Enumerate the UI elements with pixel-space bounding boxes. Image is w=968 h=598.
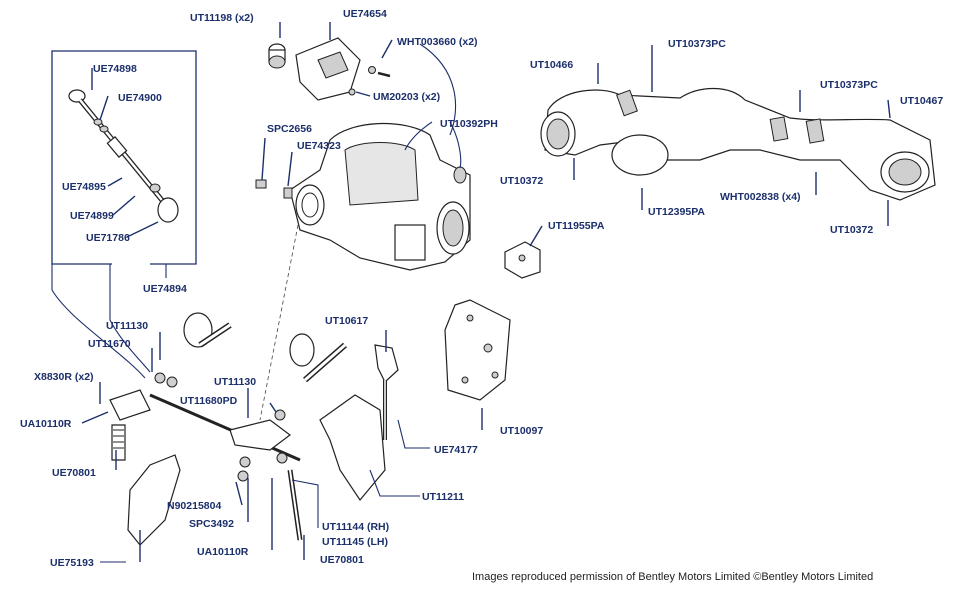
label-ue75193: UE75193 xyxy=(50,557,94,569)
label-ut11130-a: UT11130 xyxy=(106,320,148,332)
label-um20203: UM20203 (x2) xyxy=(373,91,440,103)
label-ut11144: UT11144 (RH) xyxy=(322,521,389,533)
plate-drawing xyxy=(444,299,511,401)
label-x8830r: X8830R (x2) xyxy=(34,371,94,383)
copyright-credit: Images reproduced permission of Bentley … xyxy=(472,571,873,583)
label-ue74894: UE74894 xyxy=(143,283,187,295)
label-ut10372-a: UT10372 xyxy=(500,175,543,187)
label-ue71786: UE71786 xyxy=(86,232,130,244)
label-ut11130-b: UT11130 xyxy=(214,376,256,388)
label-ut10392ph: UT10392PH xyxy=(440,118,498,130)
label-ut11670: UT11670 xyxy=(88,338,131,350)
label-ut11145: UT11145 (LH) xyxy=(322,536,388,548)
throttle-body-drawing xyxy=(255,122,471,421)
label-ue74899: UE74899 xyxy=(70,210,114,222)
intake-hose-drawing xyxy=(540,87,936,201)
label-ue74654: UE74654 xyxy=(343,8,387,20)
label-wht002838: WHT002838 (x4) xyxy=(720,191,801,203)
label-ue74898: UE74898 xyxy=(93,63,137,75)
label-ue70801-b: UE70801 xyxy=(320,554,364,566)
label-ut10373pc-a: UT10373PC xyxy=(668,38,726,50)
part-labels: UT11198 (x2) UE74654 WHT003660 (x2) UM20… xyxy=(20,8,943,569)
label-spc3492: SPC3492 xyxy=(189,518,234,530)
label-ue70801-a: UE70801 xyxy=(52,467,96,479)
linkage-rod-box xyxy=(51,50,197,265)
label-ut10372-b: UT10372 xyxy=(830,224,873,236)
label-ut10617: UT10617 xyxy=(325,315,368,327)
label-ue74900: UE74900 xyxy=(118,92,162,104)
label-ut10466: UT10466 xyxy=(530,59,573,71)
bracket-drawing xyxy=(504,241,541,279)
label-ut10373pc-b: UT10373PC xyxy=(820,79,878,91)
label-ue74895: UE74895 xyxy=(62,181,106,193)
label-ut10467: UT10467 xyxy=(900,95,943,107)
label-ue74177: UE74177 xyxy=(434,444,478,456)
label-ut12395pa: UT12395PA xyxy=(648,206,705,218)
linkage-rod-drawing xyxy=(68,89,179,223)
label-ut11955pa: UT11955PA xyxy=(548,220,605,232)
label-wht003660: WHT003660 (x2) xyxy=(397,36,478,48)
label-ut10097: UT10097 xyxy=(500,425,543,437)
label-ua10110r-a: UA10110R xyxy=(20,418,72,430)
sensor-assembly-drawing xyxy=(268,37,391,101)
left-linkage-drawing xyxy=(109,312,301,546)
label-ua10110r-b: UA10110R xyxy=(197,546,249,558)
label-ut11680pd: UT11680PD xyxy=(180,395,238,407)
label-ut11211: UT11211 xyxy=(422,491,464,503)
center-linkage-drawing xyxy=(229,333,399,541)
label-n90215804: N90215804 xyxy=(167,500,221,512)
label-ue74323: UE74323 xyxy=(297,140,341,152)
label-spc2656: SPC2656 xyxy=(267,123,312,135)
leader-lines xyxy=(51,22,891,563)
label-ut11198: UT11198 (x2) xyxy=(190,12,254,24)
